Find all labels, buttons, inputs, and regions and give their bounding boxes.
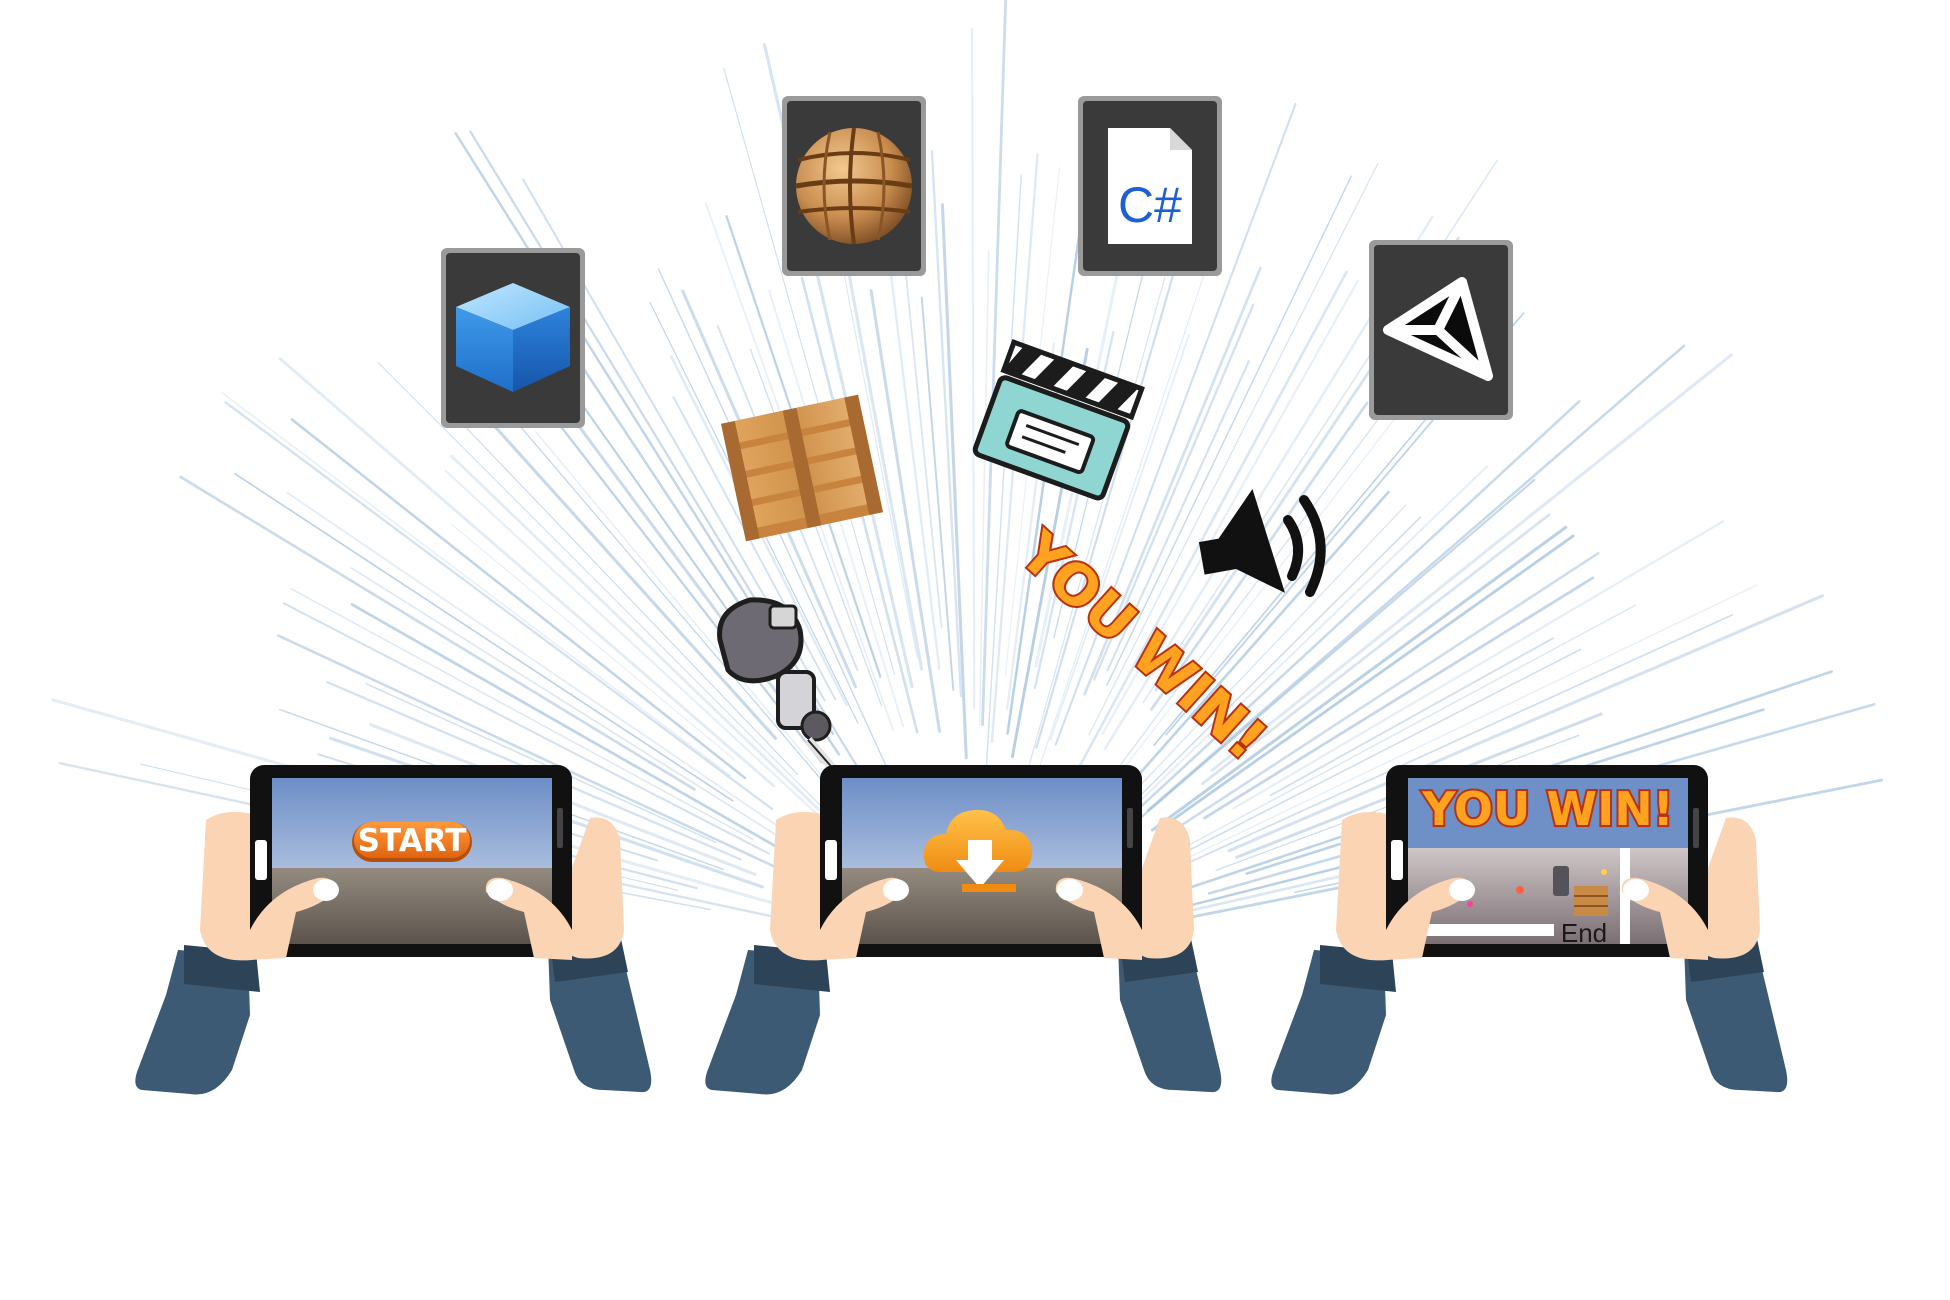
light-ray bbox=[886, 244, 941, 671]
light-ray bbox=[1203, 576, 1595, 820]
light-ray bbox=[1152, 551, 1600, 845]
light-ray bbox=[350, 567, 821, 864]
light-ray bbox=[510, 361, 823, 764]
light-ray bbox=[1201, 513, 1551, 785]
light-ray bbox=[749, 348, 883, 707]
light-ray bbox=[1098, 504, 1407, 830]
light-ray bbox=[451, 523, 736, 761]
light-ray bbox=[1059, 270, 1348, 803]
light-ray bbox=[1155, 648, 1582, 868]
light-ray bbox=[1106, 175, 1352, 686]
light-ray bbox=[442, 403, 799, 776]
wooden-sphere-asset-tile[interactable] bbox=[782, 96, 926, 276]
light-ray bbox=[1088, 162, 1379, 736]
tablet-download-screen bbox=[705, 765, 1222, 1095]
csharp-script-tile[interactable]: C# bbox=[1078, 96, 1222, 276]
end-label: End bbox=[1561, 918, 1607, 948]
light-ray bbox=[1269, 637, 1554, 797]
light-ray bbox=[290, 418, 747, 780]
light-ray bbox=[1023, 276, 1166, 786]
light-ray bbox=[234, 473, 734, 802]
light-ray bbox=[985, 174, 1022, 773]
light-ray bbox=[1093, 303, 1255, 681]
light-ray bbox=[1035, 191, 1199, 749]
light-ray bbox=[477, 407, 778, 740]
start-button-label: START bbox=[358, 823, 467, 859]
light-ray bbox=[1161, 534, 1575, 829]
light-ray bbox=[1109, 400, 1581, 836]
light-ray bbox=[365, 682, 717, 844]
light-ray bbox=[286, 492, 780, 828]
light-ray bbox=[1126, 478, 1536, 831]
light-ray bbox=[978, 250, 990, 726]
unity-logo-icon bbox=[1383, 277, 1493, 381]
light-ray bbox=[1153, 604, 1637, 865]
light-ray bbox=[1035, 250, 1213, 777]
unity-engine-tile[interactable] bbox=[1369, 240, 1513, 420]
light-ray bbox=[1101, 279, 1359, 736]
light-ray bbox=[723, 67, 896, 676]
light-ray bbox=[534, 430, 854, 815]
light-ray bbox=[290, 588, 755, 841]
light-ray bbox=[1227, 594, 1825, 853]
csharp-script-label: C# bbox=[1118, 177, 1182, 233]
light-ray bbox=[1210, 353, 1733, 772]
light-ray bbox=[672, 396, 837, 701]
light-ray bbox=[1054, 102, 1297, 746]
light-ray bbox=[450, 454, 821, 811]
light-ray bbox=[920, 296, 955, 692]
light-ray bbox=[444, 469, 838, 834]
light-ray bbox=[278, 357, 776, 788]
light-ray bbox=[224, 401, 774, 811]
cloud-download-icon bbox=[923, 809, 1032, 892]
light-ray bbox=[221, 392, 731, 777]
wooden-sphere-asset-icon bbox=[795, 127, 913, 245]
light-ray bbox=[282, 602, 770, 855]
light-ray bbox=[1146, 344, 1686, 812]
start-button[interactable]: START bbox=[352, 822, 472, 862]
clapperboard-icon bbox=[972, 339, 1145, 501]
tablet-start-screen: START bbox=[135, 765, 652, 1095]
cube-asset-icon bbox=[456, 283, 570, 392]
light-ray bbox=[971, 28, 976, 709]
light-ray bbox=[1150, 525, 1568, 832]
light-ray bbox=[940, 203, 968, 760]
light-ray bbox=[1151, 614, 1734, 880]
light-ray bbox=[1232, 520, 1725, 810]
wooden-pallet-icon bbox=[721, 394, 883, 542]
light-ray bbox=[277, 634, 807, 883]
light-ray bbox=[1106, 360, 1250, 672]
speaker-sound-icon bbox=[1198, 488, 1326, 597]
light-ray bbox=[869, 289, 942, 733]
csharp-script-icon: C# bbox=[1108, 128, 1192, 244]
tablet-win-screen: YOU WIN! End bbox=[1271, 765, 1788, 1095]
light-ray bbox=[1107, 490, 1390, 811]
light-ray bbox=[350, 603, 802, 862]
light-ray bbox=[1083, 266, 1262, 696]
light-ray bbox=[981, 0, 1008, 727]
light-ray bbox=[930, 150, 963, 698]
light-ray bbox=[830, 204, 918, 658]
cube-asset-tile[interactable] bbox=[441, 248, 585, 428]
light-ray bbox=[377, 361, 849, 834]
light-ray bbox=[1151, 584, 1758, 876]
light-ray bbox=[1049, 334, 1190, 741]
light-ray bbox=[1117, 465, 1489, 823]
light-ray bbox=[488, 389, 832, 791]
light-ray bbox=[179, 475, 696, 791]
light-ray bbox=[1103, 516, 1422, 833]
win-screen-title: YOU WIN! bbox=[1421, 782, 1673, 836]
